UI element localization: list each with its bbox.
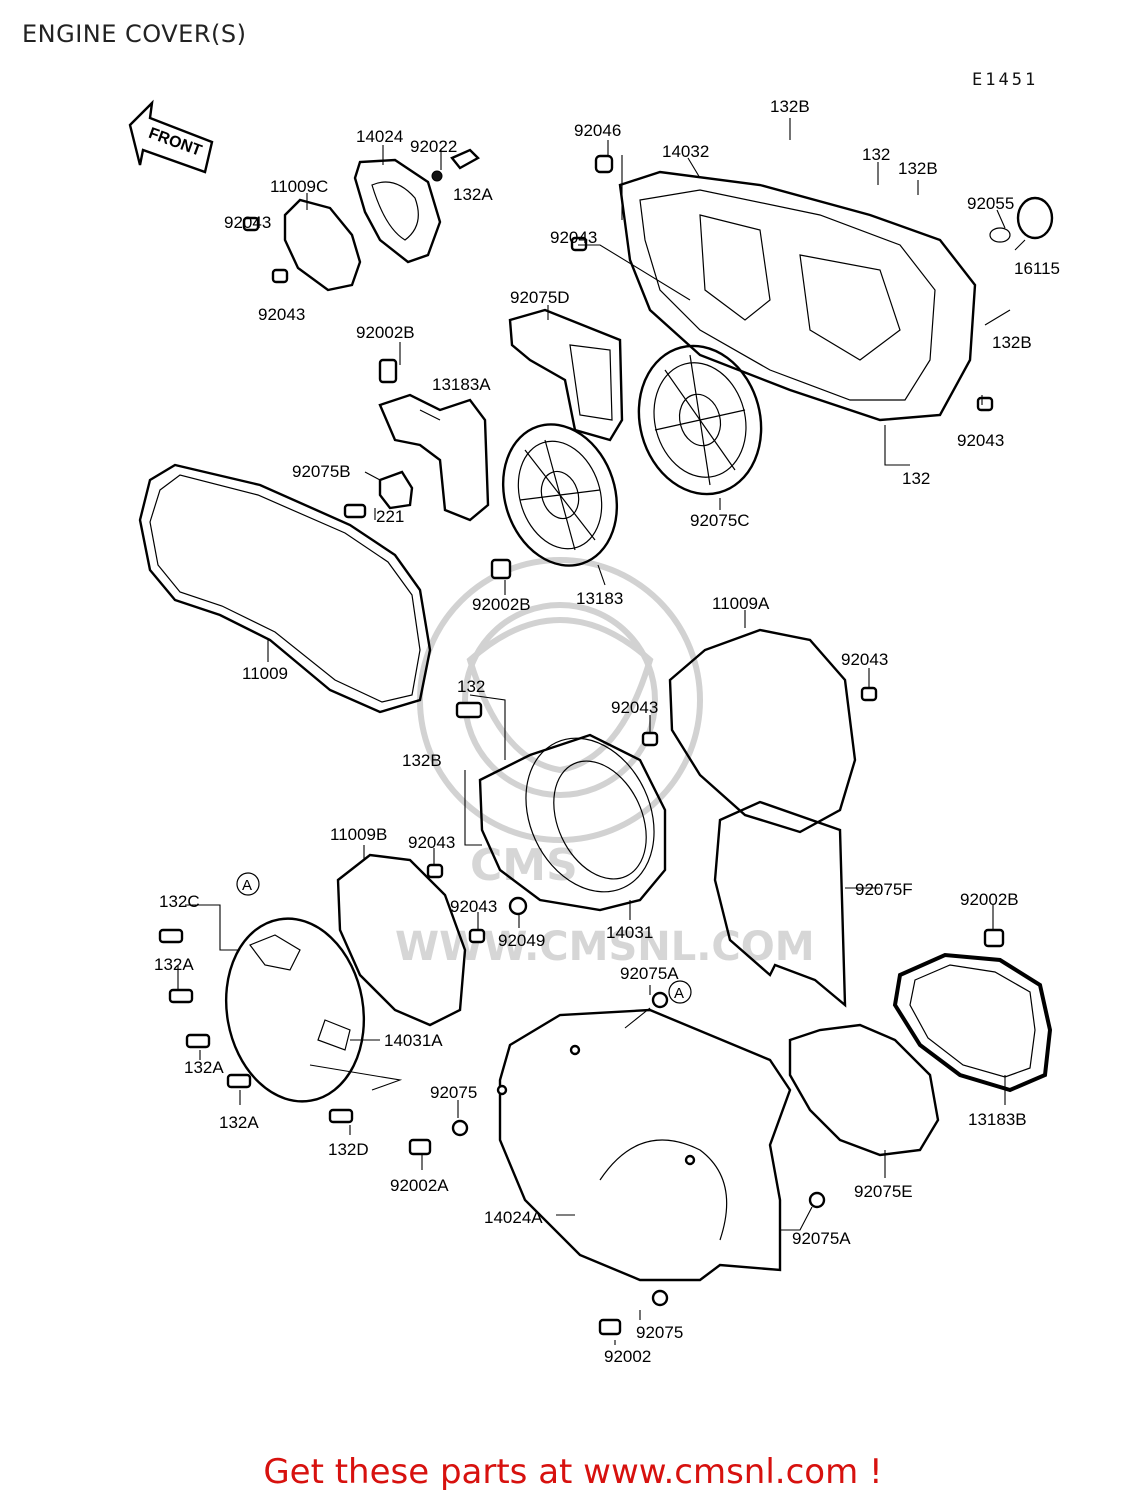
callout-16115: 16115 <box>1014 259 1060 278</box>
callout-14031A: 14031A <box>384 1031 443 1050</box>
callout-92043: 92043 <box>258 305 305 324</box>
svg-text:A: A <box>674 985 684 1002</box>
callout-132D: 132D <box>328 1140 369 1159</box>
callout-92075A: 92075A <box>620 964 679 983</box>
part-92075C-screen <box>637 344 763 496</box>
part-92075E-plate <box>788 1023 940 1157</box>
callout-132: 132 <box>862 145 890 164</box>
watermark: CMS WWW.CMSNL.COM <box>395 557 815 970</box>
part-92075F-sheet <box>713 800 847 1008</box>
part-11009-gasket <box>138 463 432 714</box>
callout-92075: 92075 <box>636 1323 683 1342</box>
callout-92043: 92043 <box>841 650 888 669</box>
callout-11009B: 11009B <box>330 825 387 844</box>
callout-11009: 11009 <box>242 664 288 683</box>
callout-11009A: 11009A <box>712 594 770 613</box>
callout-92043: 92043 <box>224 213 271 232</box>
reference-marker-a-2: A <box>668 980 692 1004</box>
part-11009A-gasket <box>641 628 878 834</box>
callout-92043: 92043 <box>550 228 597 247</box>
callout-92043: 92043 <box>408 833 455 852</box>
part-13183B-cover <box>892 928 1053 1093</box>
callout-132A: 132A <box>154 955 194 974</box>
callout-92002: 92002 <box>604 1347 651 1366</box>
callout-13183: 13183 <box>576 589 623 608</box>
callout-132A: 132A <box>184 1058 224 1077</box>
part-92075B-bracket <box>343 470 414 519</box>
callout-14024A: 14024A <box>484 1208 543 1227</box>
part-13183A-cover <box>378 358 490 522</box>
callout-92075C: 92075C <box>690 511 750 530</box>
callout-132B: 132B <box>402 751 442 770</box>
callout-92002B: 92002B <box>472 595 531 614</box>
callout-221: 221 <box>376 507 404 526</box>
callout-132: 132 <box>902 469 930 488</box>
callout-92075D: 92075D <box>510 288 570 307</box>
callout-13183B: 13183B <box>968 1110 1027 1129</box>
part-14031A-cover <box>158 917 366 1124</box>
leader-lines <box>177 118 1026 1345</box>
part-14024-cover <box>353 148 480 264</box>
diagram-code: E1451 <box>972 70 1039 90</box>
callout-92075F: 92075F <box>855 880 913 899</box>
callout-92046: 92046 <box>574 121 621 140</box>
callout-92022: 92022 <box>410 137 457 156</box>
callout-132B: 132B <box>770 97 810 116</box>
callout-13183A: 13183A <box>432 375 491 394</box>
callout-92002A: 92002A <box>390 1176 449 1195</box>
part-13183-screen <box>490 423 619 580</box>
part-11009C-gasket <box>242 198 362 292</box>
callout-132B: 132B <box>992 333 1032 352</box>
part-11009B-gasket <box>336 853 486 1027</box>
callout-92075A: 92075A <box>792 1229 851 1248</box>
footer-promo-text: Get these parts at www.cmsnl.com ! <box>263 1452 883 1492</box>
reference-marker-a-1: A <box>236 872 260 896</box>
callout-92043: 92043 <box>957 431 1004 450</box>
svg-text:A: A <box>242 877 252 894</box>
callout-14032: 14032 <box>662 142 709 161</box>
callout-92075E: 92075E <box>854 1182 913 1201</box>
callout-92055: 92055 <box>967 194 1014 213</box>
callout-92002B: 92002B <box>960 890 1019 909</box>
front-arrow: FRONT <box>128 99 214 174</box>
callout-92002B: 92002B <box>356 323 415 342</box>
callout-92049: 92049 <box>498 931 545 950</box>
callout-92075B: 92075B <box>292 462 351 481</box>
callout-14031: 14031 <box>606 923 653 942</box>
callout-14024: 14024 <box>356 127 403 146</box>
callout-132C: 132C <box>159 892 200 911</box>
callout-132B: 132B <box>898 159 938 178</box>
callout-92043: 92043 <box>611 698 658 717</box>
part-14031-ring <box>455 701 667 916</box>
part-14024A-outer-cover <box>408 991 826 1336</box>
callout-labels: 14024 92022 132A 11009C 92043 92043 9204… <box>154 97 1060 1366</box>
watermark-logo: CMS <box>470 840 578 891</box>
callout-132: 132 <box>457 677 485 696</box>
part-92075D-bracket <box>508 308 624 442</box>
part-14032-main-cover <box>570 154 1054 422</box>
callout-92043: 92043 <box>450 897 497 916</box>
callout-92075: 92075 <box>430 1083 477 1102</box>
callout-11009C: 11009C <box>270 177 328 196</box>
callout-132A: 132A <box>453 185 493 204</box>
page-title: ENGINE COVER(S) <box>22 20 247 48</box>
callout-132A: 132A <box>219 1113 259 1132</box>
